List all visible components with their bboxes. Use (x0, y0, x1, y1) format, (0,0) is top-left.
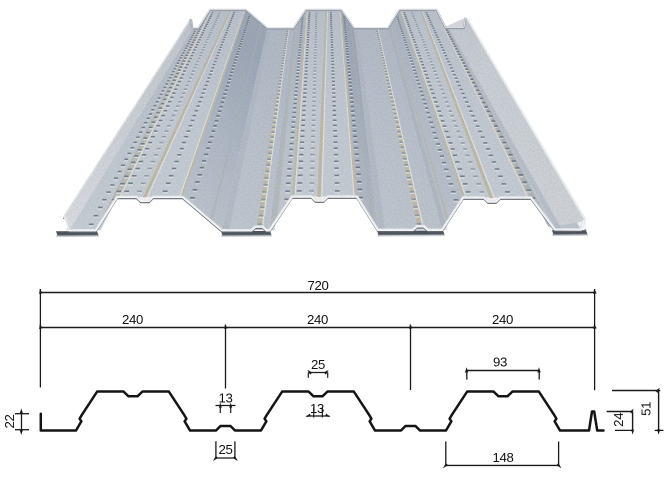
svg-text:240: 240 (492, 312, 513, 327)
svg-text:22: 22 (2, 414, 17, 428)
svg-text:24: 24 (611, 413, 626, 427)
svg-text:240: 240 (122, 312, 143, 327)
svg-text:25: 25 (218, 442, 232, 457)
svg-text:25: 25 (311, 357, 325, 372)
svg-text:148: 148 (492, 450, 513, 465)
svg-text:720: 720 (307, 278, 328, 293)
svg-text:93: 93 (493, 354, 507, 369)
svg-text:240: 240 (307, 312, 328, 327)
svg-text:13: 13 (218, 390, 232, 405)
svg-text:51: 51 (638, 402, 653, 416)
